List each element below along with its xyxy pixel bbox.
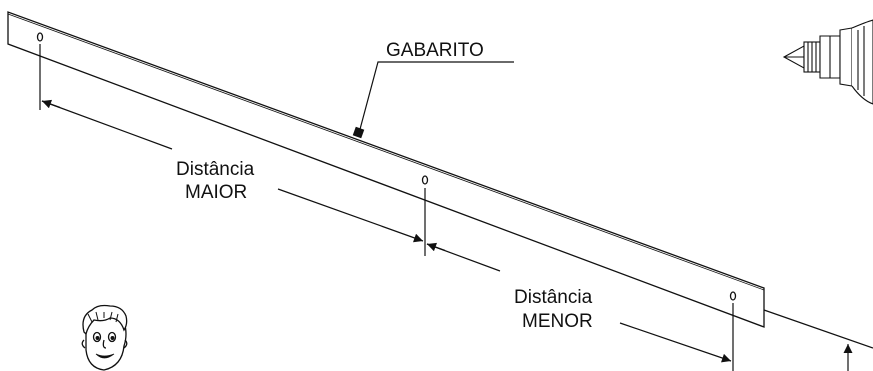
gabarito-leader: [352, 61, 514, 139]
label-distancia-menor-2: MENOR: [522, 311, 593, 332]
dimension-maior: [41, 99, 424, 243]
label-distancia-maior-2: MAIOR: [185, 182, 247, 203]
gabarito-bar: [7, 11, 765, 328]
cartoon-face-icon: [81, 304, 128, 371]
extension-lines: [39, 44, 873, 371]
label-gabarito: GABARITO: [386, 40, 484, 61]
hole-right: [729, 291, 737, 301]
label-distancia-maior-1: Distância: [176, 159, 255, 180]
drill-bit-icon: [782, 19, 873, 105]
hole-middle: [421, 175, 429, 185]
label-distancia-menor-1: Distância: [514, 287, 593, 308]
hole-left: [36, 32, 44, 42]
dimension-menor: [426, 242, 732, 363]
